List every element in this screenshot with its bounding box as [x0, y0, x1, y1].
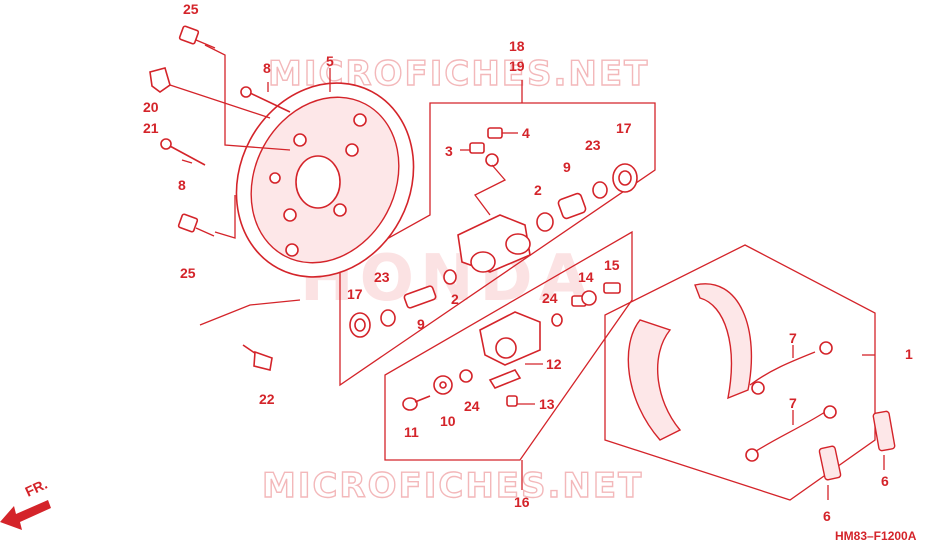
brake-shoes — [627, 283, 896, 500]
callout-7b: 7 — [789, 395, 797, 411]
callout-9: 9 — [563, 159, 571, 175]
callout-10: 10 — [440, 413, 456, 429]
front-arrow-icon: FR. — [0, 476, 51, 530]
callout-15: 15 — [604, 257, 620, 273]
cylinder-parts-mid — [349, 269, 621, 338]
callout-22: 22 — [259, 391, 275, 407]
callout-2b: 2 — [451, 291, 459, 307]
callout-20: 20 — [143, 99, 159, 115]
callout-23: 23 — [585, 137, 601, 153]
callout-6: 6 — [881, 473, 889, 489]
callout-8b: 8 — [178, 177, 186, 193]
callout-12: 12 — [546, 356, 562, 372]
callout-2: 2 — [534, 182, 542, 198]
callout-21: 21 — [143, 120, 159, 136]
callout-9b: 9 — [417, 316, 425, 332]
callout-8: 8 — [263, 60, 271, 76]
group-frames — [339, 102, 876, 501]
watermarks: HONDA MICROFICHES.NET MICROFICHES.NET — [261, 53, 648, 506]
frame-wheel-cylinder-upper — [339, 102, 656, 387]
callout-3: 3 — [445, 143, 453, 159]
callout-19: 19 — [509, 58, 525, 74]
figure-code: HM83–F1200A — [835, 529, 917, 543]
callout-17: 17 — [616, 120, 632, 136]
callout-5: 5 — [326, 53, 334, 69]
watermark-bottom: MICROFICHES.NET — [262, 466, 643, 506]
callout-24b: 24 — [464, 398, 480, 414]
callout-23b: 23 — [374, 269, 390, 285]
callout-16: 16 — [514, 494, 530, 510]
callout-13: 13 — [539, 396, 555, 412]
wheel-cylinder-lower — [402, 311, 543, 490]
callout-1: 1 — [905, 346, 913, 362]
wheel-cylinder-upper — [457, 80, 638, 273]
brake-panel — [235, 82, 415, 278]
panel-hardware — [149, 25, 331, 371]
front-label: FR. — [23, 476, 50, 500]
callout-25b: 25 — [180, 265, 196, 281]
callout-11: 11 — [404, 424, 419, 440]
callout-24: 24 — [542, 290, 558, 306]
callout-17b: 17 — [347, 286, 363, 302]
callout-4: 4 — [522, 125, 530, 141]
callout-7: 7 — [789, 330, 797, 346]
callouts: 25 5 8 20 21 8 25 22 18 19 4 3 23 17 9 2… — [143, 1, 913, 524]
callout-25: 25 — [183, 1, 199, 17]
callout-6b: 6 — [823, 508, 831, 524]
callout-18: 18 — [509, 38, 525, 54]
callout-14: 14 — [578, 269, 594, 285]
frame-wheel-cylinder-lower — [384, 230, 633, 461]
frame-brake-shoes — [604, 244, 876, 501]
